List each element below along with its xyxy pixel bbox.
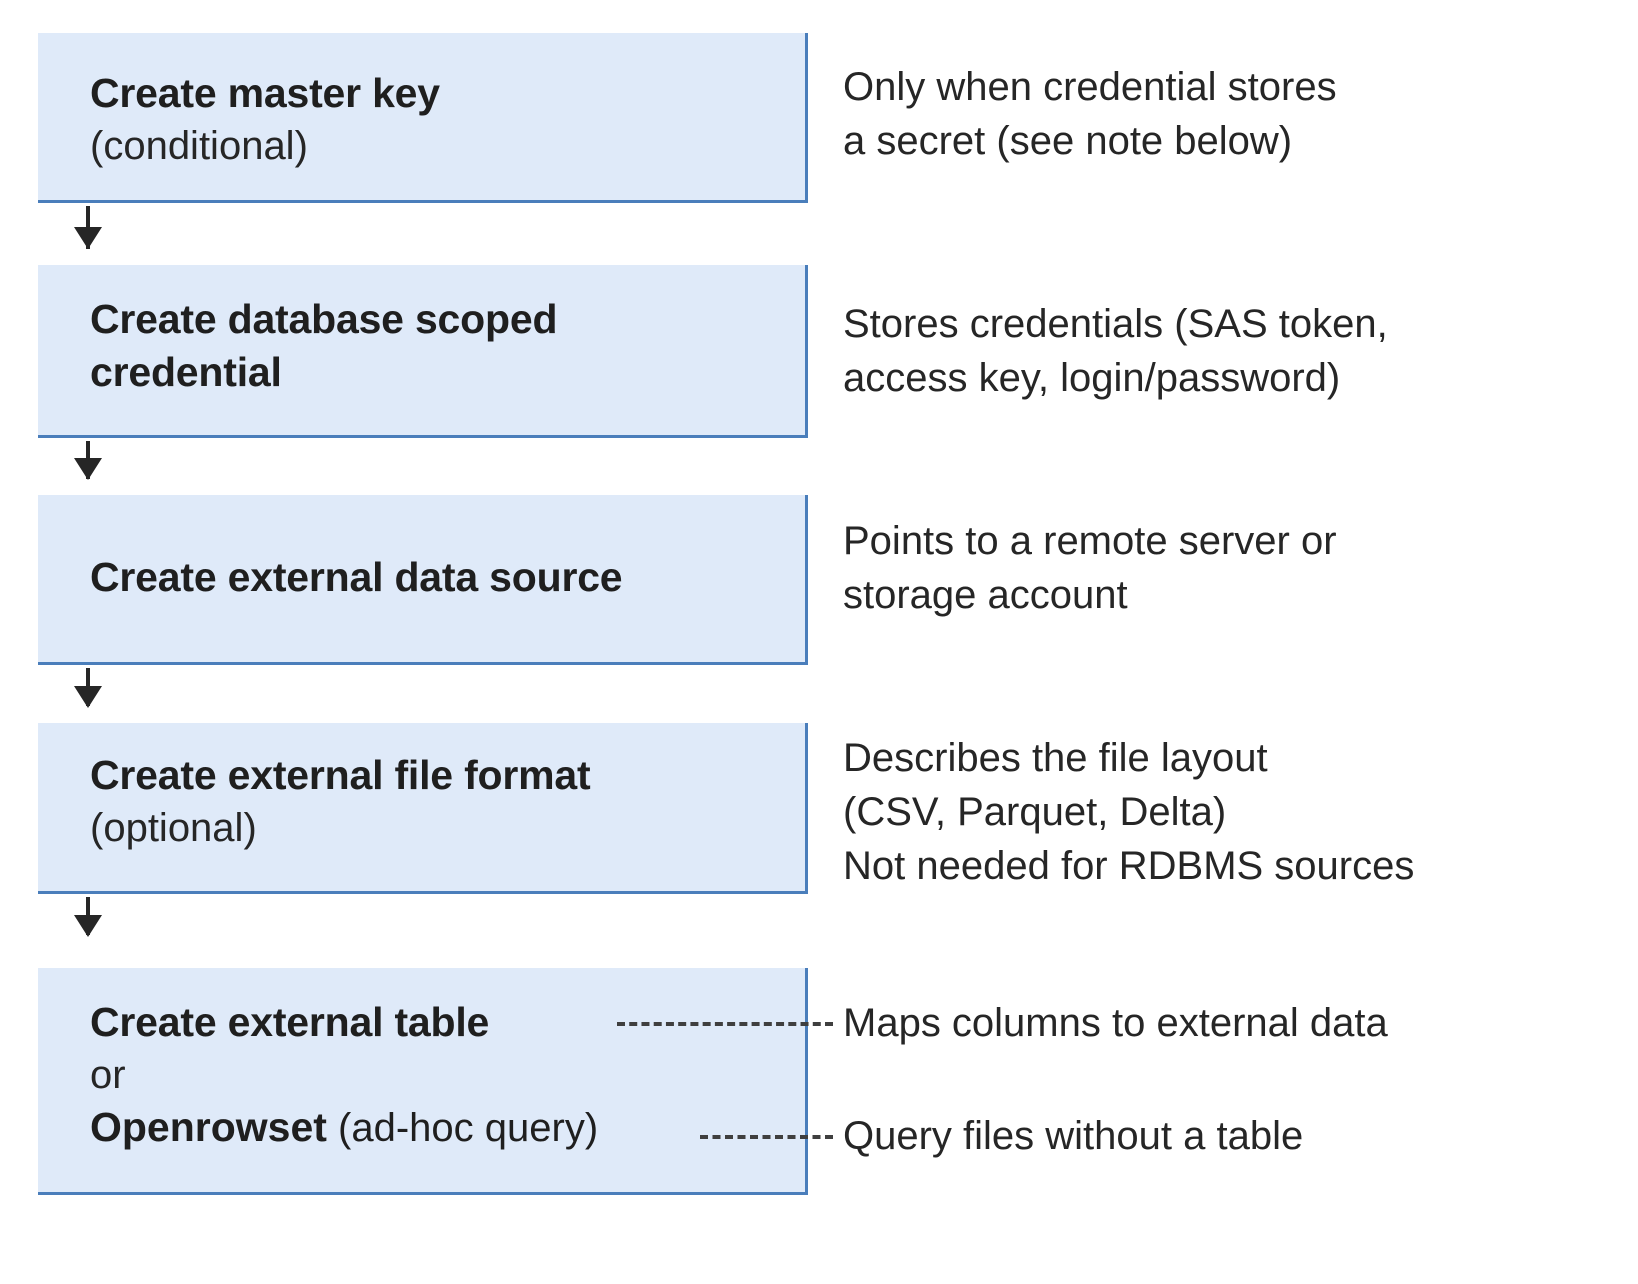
arrow-head-2 <box>74 458 102 480</box>
step-title-create-external-table: Create external table <box>90 999 490 1045</box>
note-openrowset: Query files without a table <box>843 1114 1304 1158</box>
step-box-create-master-key[interactable]: Create master key (conditional) <box>38 33 808 203</box>
step-title-create-master-key: Create master key <box>90 70 440 116</box>
note-create-external-table: Maps columns to external data <box>843 1001 1388 1045</box>
arrow-head-1 <box>74 227 102 249</box>
step-or-label: or <box>90 1053 126 1097</box>
step-subtitle-create-external-file-format: (optional) <box>90 806 257 850</box>
note-create-database-scoped-credential: Stores credentials (SAS token, access ke… <box>843 302 1388 400</box>
arrow-head-3 <box>74 686 102 708</box>
dashed-connector-external-table <box>617 1022 833 1026</box>
dashed-connector-openrowset <box>700 1135 833 1139</box>
note-create-master-key: Only when credential stores a secret (se… <box>843 65 1337 163</box>
openrowset-keyword: Openrowset <box>90 1104 327 1150</box>
step-box-create-external-table-or-openrowset[interactable]: Create external table or Openrowset (ad-… <box>38 968 808 1195</box>
note-create-external-data-source: Points to a remote server or storage acc… <box>843 519 1337 617</box>
step-box-create-external-data-source[interactable]: Create external data source <box>38 495 808 665</box>
arrow-head-4 <box>74 915 102 937</box>
step-title-create-external-file-format: Create external file format <box>90 752 591 798</box>
note-create-external-file-format: Describes the file layout (CSV, Parquet,… <box>843 736 1415 888</box>
step-box-create-external-file-format[interactable]: Create external file format (optional) <box>38 723 808 894</box>
step-box-create-database-scoped-credential[interactable]: Create database scoped credential <box>38 265 808 438</box>
step-subtitle-create-master-key: (conditional) <box>90 124 308 168</box>
step-title-create-external-data-source: Create external data source <box>90 554 623 600</box>
openrowset-suffix: (ad-hoc query) <box>326 1106 599 1150</box>
step-title-openrowset: Openrowset (ad-hoc query) <box>90 1101 795 1154</box>
step-title-create-database-scoped-credential: Create database scoped credential <box>90 296 558 395</box>
